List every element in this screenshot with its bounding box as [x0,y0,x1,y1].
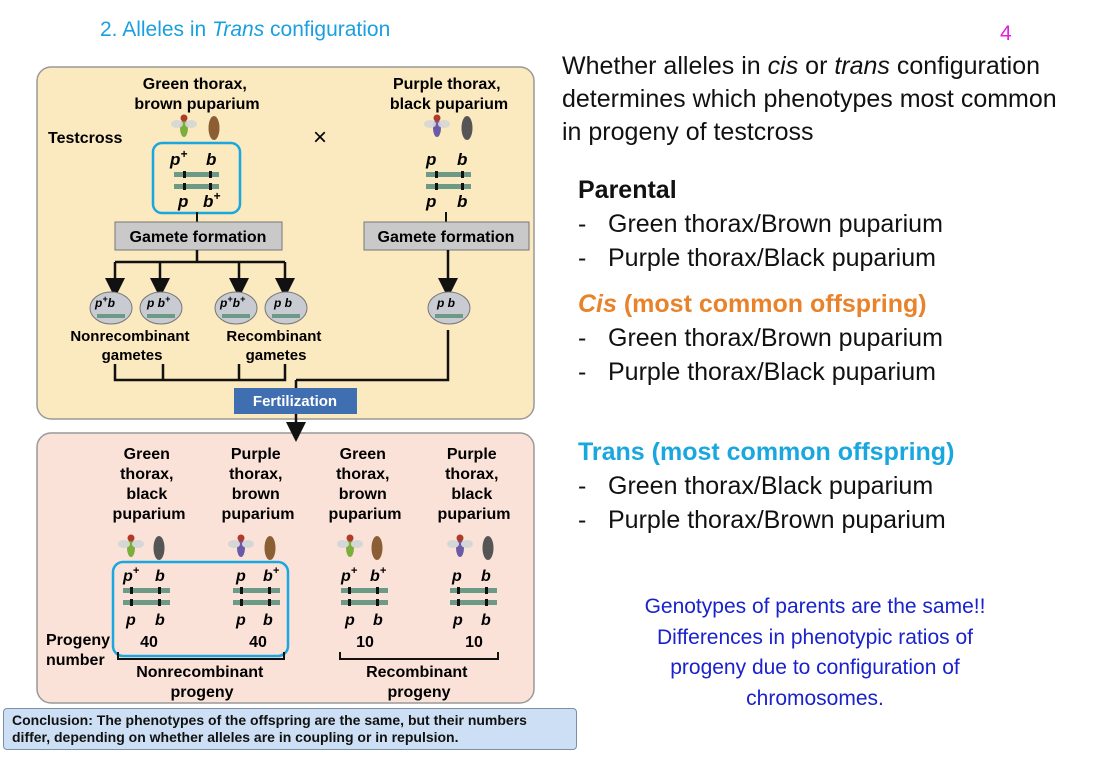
svg-text:b+: b+ [263,565,280,585]
pupa-icon [264,536,276,560]
progeny-phenotype-label: Purple thorax, black puparium [438,446,511,523]
fly-icon [228,534,254,557]
pupa-icon [482,536,494,560]
chromosome-pair [426,171,471,190]
svg-text:p+: p+ [340,565,358,585]
list-item: -Green thorax/Brown puparium [578,210,943,238]
recombinant-gametes-label: Recombinant gametes [226,328,325,364]
list-item: -Purple thorax/Black puparium [578,244,936,272]
gamete-formation-label: Gamete formation [130,229,267,246]
svg-text:b: b [263,612,273,629]
cross-symbol: × [313,124,327,151]
allele-label: p [425,150,436,169]
svg-text:p+b: p+b [94,294,115,310]
fly-icon [424,114,450,137]
recombinant-progeny-label: Recombinant progeny [366,664,472,701]
gamete: p b [427,291,471,325]
svg-text:b: b [481,568,491,585]
fly-icon [171,114,197,137]
svg-text:p: p [452,612,463,629]
nonrecombinant-progeny-label: Nonrecombinant progeny [136,664,268,701]
gamete-formation-label: Gamete formation [378,229,515,246]
testcross-diagram: Green thorax, brown puparium Purple thor… [36,66,535,704]
gamete: p+b [89,291,133,325]
progeny-phenotype-label: Purple thorax, brown puparium [222,446,295,523]
svg-text:p+b+: p+b+ [219,294,246,310]
svg-text:b: b [373,612,383,629]
svg-text:p b: p b [436,296,455,310]
allele-label: b [457,192,467,211]
allele-label: b [206,150,216,169]
intro-text: Whether alleles in cis or trans configur… [562,52,1057,146]
gamete: p+b+ [214,291,258,325]
progeny-count: 40 [140,634,158,651]
pupa-icon [461,116,473,140]
allele-label: p+ [169,147,187,169]
fertilization-box [234,388,357,414]
gamete: p b [264,291,308,325]
progeny-count: 10 [465,634,483,651]
svg-text:b: b [481,612,491,629]
list-item: -Purple thorax/Brown puparium [578,506,946,534]
progeny-genotype: p+ b+ p b [340,565,388,629]
allele-label: p [177,192,188,211]
progeny-panel [36,432,535,704]
cis-section: Cis (most common offspring) -Green thora… [578,287,1082,389]
svg-text:p: p [235,568,246,585]
fly-icon [118,534,144,557]
conclusion-box: Conclusion: The phenotypes of the offspr… [3,708,577,750]
list-item: -Green thorax/Brown puparium [578,324,943,352]
gamete-formation-box [114,221,283,251]
svg-text:b: b [155,568,165,585]
gamete: p b+ [139,291,183,325]
list-item: -Green thorax/Black puparium [578,472,934,500]
svg-text:p: p [235,612,246,629]
allele-label: b+ [203,189,220,211]
svg-text:b+: b+ [370,565,387,585]
pupa-icon [371,536,383,560]
gamete-formation-box [363,221,530,251]
svg-text:p: p [344,612,355,629]
cis-heading: Cis (most common offspring) [578,290,927,318]
chromosome-pair [174,171,219,190]
progeny-count: 10 [356,634,374,651]
svg-text:p b+: p b+ [146,294,171,310]
nonrecombinant-highlight-box [111,560,290,658]
progeny-number-label: Progeny number [46,632,114,669]
progeny-genotype: p b p b [450,568,497,629]
list-item: -Purple thorax/Black puparium [578,358,936,386]
progeny-count: 40 [249,634,267,651]
parent-left-label: Green thorax, brown puparium [134,76,259,113]
trans-section: Trans (most common offspring) -Green tho… [578,435,1082,537]
nonrecombinant-gametes-label: Nonrecombinant gametes [70,328,193,364]
parent-right-label: Purple thorax, black puparium [390,76,508,113]
fly-icon [447,534,473,557]
bracket [117,652,285,660]
bracket [339,652,499,660]
parental-heading: Parental [578,176,677,204]
slide-number: 4 [1000,22,1012,45]
allele-label: b [457,150,467,169]
svg-text:p b: p b [273,296,292,310]
allele-label: p [425,192,436,211]
svg-text:p: p [125,612,136,629]
fertilization-label: Fertilization [253,393,337,410]
parental-section: Parental -Green thorax/Brown puparium -P… [578,173,1082,275]
pupa-icon [208,116,220,140]
progeny-phenotype-label: Green thorax, black puparium [113,446,186,523]
slide-title: 2. Alleles in Trans configuration [100,18,391,41]
progeny-genotype: p+ b p b [122,565,170,629]
svg-text:p+: p+ [122,565,140,585]
svg-text:b: b [155,612,165,629]
pupa-icon [153,536,165,560]
genotype-note: Genotypes of parents are the same!! Diff… [644,595,986,710]
fly-icon [337,534,363,557]
progeny-phenotype-label: Green thorax, brown puparium [329,446,402,523]
explanation-panel: Whether alleles in cis or trans configur… [562,50,1082,537]
testcross-label: Testcross [48,130,123,147]
trans-heading: Trans (most common offspring) [578,438,955,466]
svg-text:p: p [451,568,462,585]
parents-panel [36,66,535,420]
